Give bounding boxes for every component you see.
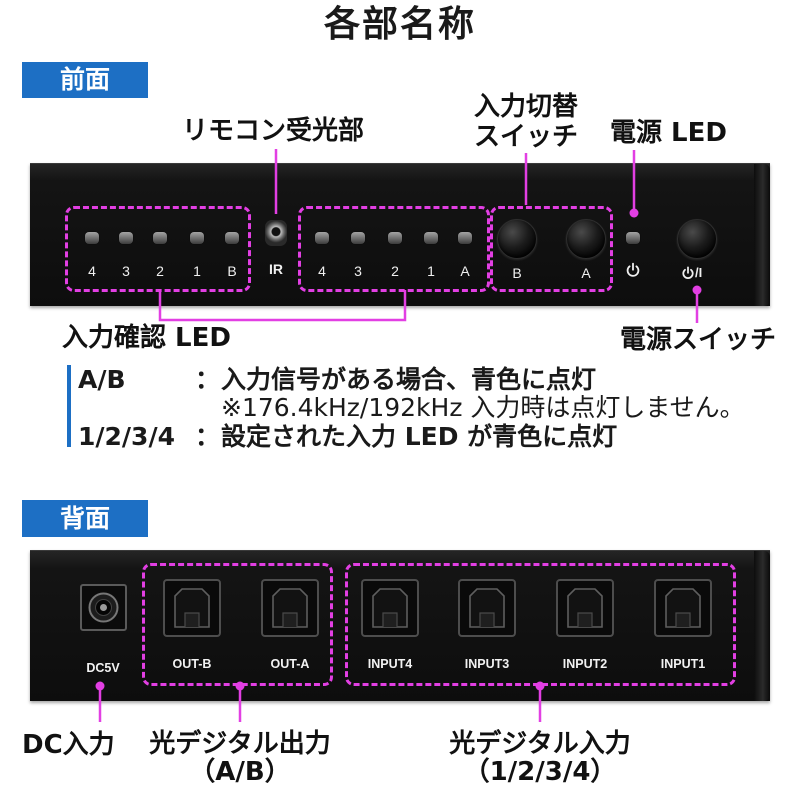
output-b-led-4 — [85, 232, 99, 244]
input-switch-callout-line1: 入力切替 — [473, 92, 578, 122]
note-sep-ab: ： — [195, 365, 221, 394]
note-key-1234: 1/2/3/4 — [78, 422, 175, 451]
input-led-callout: 入力確認 LED — [62, 323, 231, 353]
dc-jack-icon — [80, 584, 127, 631]
output-b-led-2 — [153, 232, 167, 244]
note-text-sample-rate: ※176.4kHz/192kHz 入力時は点灯しません。 — [221, 393, 745, 422]
input-switch-button-b — [497, 219, 537, 259]
output-b-led-1-label: 1 — [193, 263, 201, 279]
input-switch-button-a-label: A — [581, 265, 591, 281]
ir-receiver-sensor — [265, 220, 287, 246]
ir-receiver-callout: リモコン受光部 — [182, 116, 365, 146]
output-a-led-a-label: A — [460, 263, 470, 279]
output-b-led-b-label: B — [227, 263, 237, 279]
output-b-led-1 — [190, 232, 204, 244]
optical-input3-label: INPUT3 — [464, 657, 510, 671]
power-switch-label: /I — [681, 264, 702, 282]
power-switch-button — [677, 219, 717, 259]
optical-output-callout: 光デジタル出力 （A/B） — [140, 730, 340, 786]
notes-accent-bar — [67, 365, 71, 447]
note-text-1234: 設定された入力 LED が青色に点灯 — [221, 422, 618, 451]
note-text-ab: 入力信号がある場合、青色に点灯 — [221, 365, 597, 394]
dc-input-callout: DC入力 — [22, 730, 115, 760]
optical-out-b-label: OUT-B — [172, 657, 212, 671]
note-row-ab: A/B ： 入力信号がある場合、青色に点灯 — [78, 366, 596, 394]
optical-input-callout-line2: （1/2/3/4） — [463, 757, 617, 787]
dc-jack-label: DC5V — [86, 661, 120, 675]
front-section-badge: 前面 — [22, 62, 148, 98]
output-b-led-b — [225, 232, 239, 244]
back-panel: DC5V — [30, 550, 770, 701]
power-switch-icon — [682, 266, 694, 279]
power-switch-callout: 電源スイッチ — [620, 325, 777, 355]
output-a-led-2-label: 2 — [391, 263, 399, 279]
optical-out-a-label: OUT-A — [270, 657, 310, 671]
optical-out-a-port-icon — [261, 579, 319, 637]
power-led — [626, 232, 640, 244]
output-a-led-a — [458, 232, 472, 244]
output-b-led-3 — [119, 232, 133, 244]
output-a-led-3-label: 3 — [354, 263, 362, 279]
page-title: 各部名称 — [323, 4, 476, 45]
note-sep-1234: ： — [195, 422, 221, 451]
ir-receiver-label: IR — [269, 261, 283, 277]
output-b-led-group-highlight — [65, 206, 251, 292]
output-a-led-4-label: 4 — [318, 263, 326, 279]
output-b-led-4-label: 4 — [88, 263, 96, 279]
note-key-ab: A/B — [78, 365, 126, 394]
optical-out-b-port-icon — [163, 579, 221, 637]
output-a-led-3 — [351, 232, 365, 244]
power-led-callout: 電源 LED — [610, 118, 727, 148]
output-a-led-4 — [315, 232, 329, 244]
optical-input1-port-icon — [654, 579, 712, 637]
output-b-led-2-label: 2 — [156, 263, 164, 279]
optical-input4-label: INPUT4 — [367, 657, 413, 671]
front-panel-right-edge — [754, 164, 770, 306]
input-switch-callout: 入力切替 スイッチ — [466, 92, 586, 152]
optical-output-callout-line1: 光デジタル出力 — [149, 729, 331, 759]
optical-input-callout-line1: 光デジタル入力 — [449, 729, 631, 759]
front-panel: 4 3 2 1 B IR 4 3 2 1 A B A — [30, 163, 770, 306]
optical-input3-port-icon — [458, 579, 516, 637]
back-section-badge: 背面 — [22, 500, 148, 537]
output-a-led-2 — [388, 232, 402, 244]
optical-output-callout-line2: （A/B） — [189, 757, 291, 787]
note-row-sample-rate: ※176.4kHz/192kHz 入力時は点灯しません。 — [221, 394, 745, 422]
input-switch-button-a — [566, 219, 606, 259]
output-b-led-3-label: 3 — [122, 263, 130, 279]
input-switch-button-b-label: B — [512, 265, 522, 281]
optical-input4-port-icon — [361, 579, 419, 637]
back-panel-right-edge — [754, 551, 770, 701]
input-switch-callout-line2: スイッチ — [473, 122, 578, 152]
optical-input2-port-icon — [556, 579, 614, 637]
note-row-1234: 1/2/3/4 ： 設定された入力 LED が青色に点灯 — [78, 423, 617, 451]
input-switch-group-highlight — [490, 206, 613, 292]
output-a-led-1-label: 1 — [427, 263, 435, 279]
output-a-led-1 — [424, 232, 438, 244]
optical-input2-label: INPUT2 — [562, 657, 608, 671]
optical-input-callout: 光デジタル入力 （1/2/3/4） — [440, 730, 640, 786]
power-switch-label-text: /I — [695, 265, 703, 280]
power-icon — [626, 262, 640, 277]
optical-input1-label: INPUT1 — [660, 657, 706, 671]
